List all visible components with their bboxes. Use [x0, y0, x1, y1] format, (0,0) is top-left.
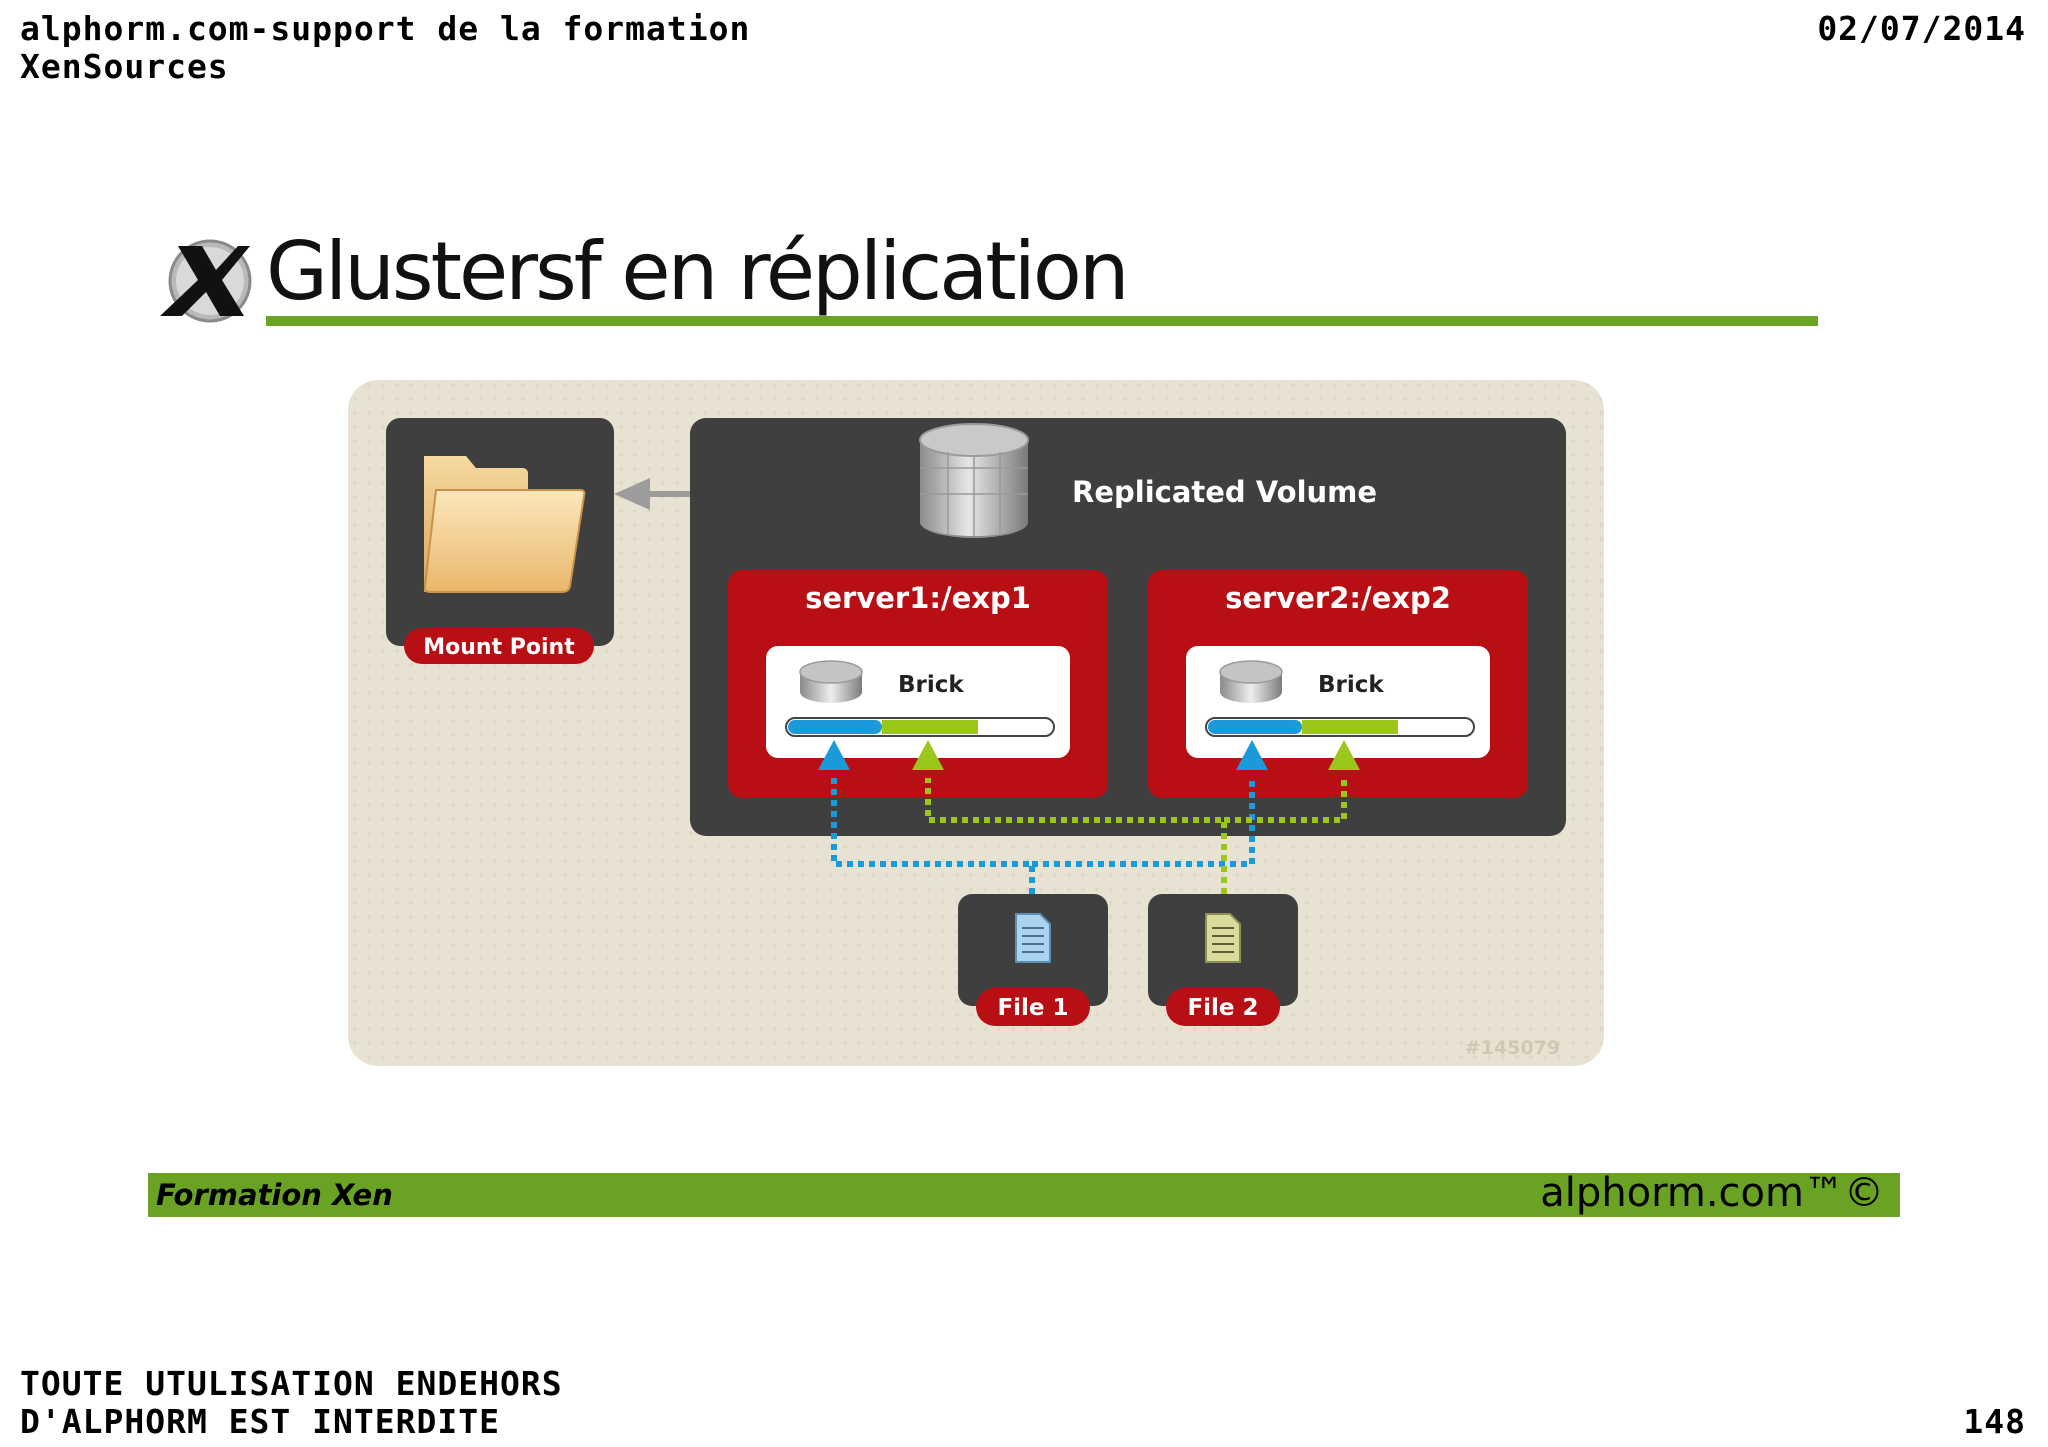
header-line-1: alphorm.com-support de la formation [20, 9, 751, 48]
slide-title: Glustersf en réplication [266, 225, 1130, 318]
header-date: 02/07/2014 [1817, 9, 2026, 48]
file1-replication-path [818, 740, 1268, 894]
image-id-watermark: #145079 [1465, 1037, 1560, 1059]
xen-x-logo-icon [160, 239, 252, 323]
mount-point-box: Mount Point [386, 418, 614, 664]
brick-storage-bar-1 [785, 717, 1055, 737]
server-label-1: server1:/exp1 [805, 581, 1031, 615]
usage-notice-line-1: TOUTE UTULISATION ENDEHORS [20, 1364, 563, 1403]
footer-bar: Formation Xen alphorm.com™© [148, 1170, 1900, 1217]
server-box-1: server1:/exp1 Brick [728, 570, 1108, 798]
header-line-2: XenSources [20, 47, 229, 86]
arrow-up-icon [912, 740, 944, 770]
replicated-volume-label: Replicated Volume [1072, 475, 1377, 509]
file2-replication-path [912, 740, 1360, 894]
usage-notice: TOUTE UTULISATION ENDEHORS D'ALPHORM EST… [20, 1365, 720, 1441]
brick-disk-icon [799, 660, 863, 703]
arrow-up-icon [818, 740, 850, 770]
brick-disk-icon [1219, 660, 1283, 703]
mount-point-label: Mount Point [423, 635, 575, 660]
file-box-1: File 1 [958, 894, 1108, 1026]
file-label-1: File 1 [997, 995, 1068, 1021]
brick-label-2: Brick [1318, 672, 1384, 698]
document-icon [1205, 913, 1241, 963]
folder-icon [423, 456, 586, 593]
usage-notice-line-2: D'ALPHORM EST INTERDITE [20, 1402, 500, 1441]
server-label-2: server2:/exp2 [1225, 581, 1451, 615]
file-box-2: File 2 [1148, 894, 1298, 1026]
document-header: alphorm.com-support de la formation XenS… [20, 10, 780, 86]
footer-course-title: Formation Xen [156, 1178, 393, 1212]
file-label-2: File 2 [1187, 995, 1258, 1021]
page-number: 148 [1963, 1402, 2026, 1441]
replicated-volume-diagram: Mount Point Replicated Volume server1:/e… [348, 380, 1604, 1066]
arrow-up-icon [1328, 740, 1360, 770]
server-box-2: server2:/exp2 Brick [1148, 570, 1528, 798]
volume-database-icon [919, 423, 1029, 538]
title-underline [266, 316, 1818, 326]
brick-label-1: Brick [898, 672, 964, 698]
document-icon [1015, 913, 1051, 963]
footer-brand: alphorm.com™© [1540, 1170, 1884, 1216]
brick-storage-bar-2 [1205, 717, 1475, 737]
arrow-up-icon [1236, 740, 1268, 770]
